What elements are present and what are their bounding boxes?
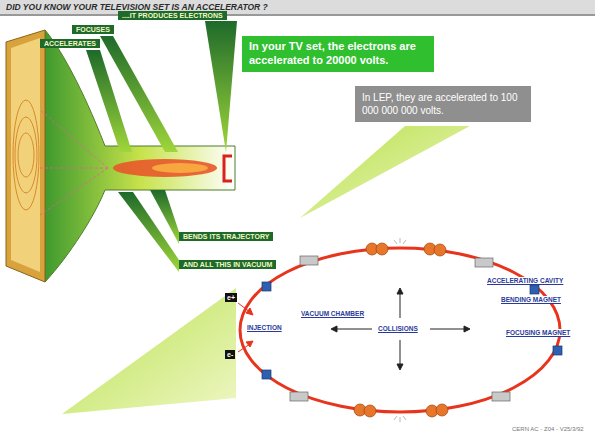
callout-band: BENDS ITS TRAJECTORY — [179, 232, 273, 241]
node-text: In your TV set, the electrons are accele… — [249, 40, 427, 68]
bending-magnet — [290, 256, 510, 401]
node-text: e+ — [227, 294, 235, 301]
info-box: In LEP, they are accelerated to 100 000 … — [355, 86, 531, 122]
particle-tag: e- — [225, 350, 235, 359]
node-text: In LEP, they are accelerated to 100 000 … — [362, 91, 524, 117]
part-label: ACCELERATING CAVITY — [486, 277, 564, 284]
collision-arrows — [331, 288, 470, 370]
zoom-wedge — [300, 126, 470, 218]
beam-plume-core — [152, 163, 208, 173]
accelerating-cavity — [354, 243, 448, 417]
info-box: In your TV set, the electrons are accele… — [242, 36, 434, 72]
crt-screen-face — [11, 38, 40, 272]
callout-band: ACCELERATES — [40, 39, 100, 48]
part-label: VACUUM CHAMBER — [300, 310, 365, 317]
node-text: e- — [227, 351, 233, 358]
beam-plume — [113, 159, 217, 177]
part-label: COLLISIONS — [377, 325, 419, 332]
part-label: INJECTION — [246, 324, 283, 331]
crt-screen — [6, 30, 45, 282]
crt-tube — [45, 30, 235, 282]
zoom-wedge — [62, 288, 236, 414]
title-band — [0, 0, 595, 14]
electron-gun — [224, 156, 232, 181]
pointer-wedge — [118, 192, 179, 272]
callout-band: AND ALL THIS IN VACUUM — [179, 260, 276, 269]
pointer-wedge — [86, 50, 132, 152]
node-text: ....IT PRODUCES ELECTRONS — [122, 12, 223, 19]
particle-tag: e+ — [225, 293, 237, 302]
node-text: BENDS ITS TRAJECTORY — [183, 233, 269, 240]
electron-beam — [40, 110, 108, 215]
pointer-wedge — [205, 21, 237, 152]
node-text: ACCELERATES — [44, 40, 96, 47]
screen-pattern — [13, 100, 39, 210]
part-label: FOCUSING MAGNET — [505, 329, 571, 336]
callout-band: FOCUSES — [72, 25, 114, 34]
callout-band: ....IT PRODUCES ELECTRONS — [118, 11, 227, 20]
node-text: FOCUSES — [76, 26, 110, 33]
part-label: BENDING MAGNET — [500, 296, 562, 303]
credit-note: CERN AC - Z04 - V25/3/92 — [512, 426, 584, 432]
node-text: AND ALL THIS IN VACUUM — [183, 261, 272, 268]
title-rule — [0, 15, 595, 16]
